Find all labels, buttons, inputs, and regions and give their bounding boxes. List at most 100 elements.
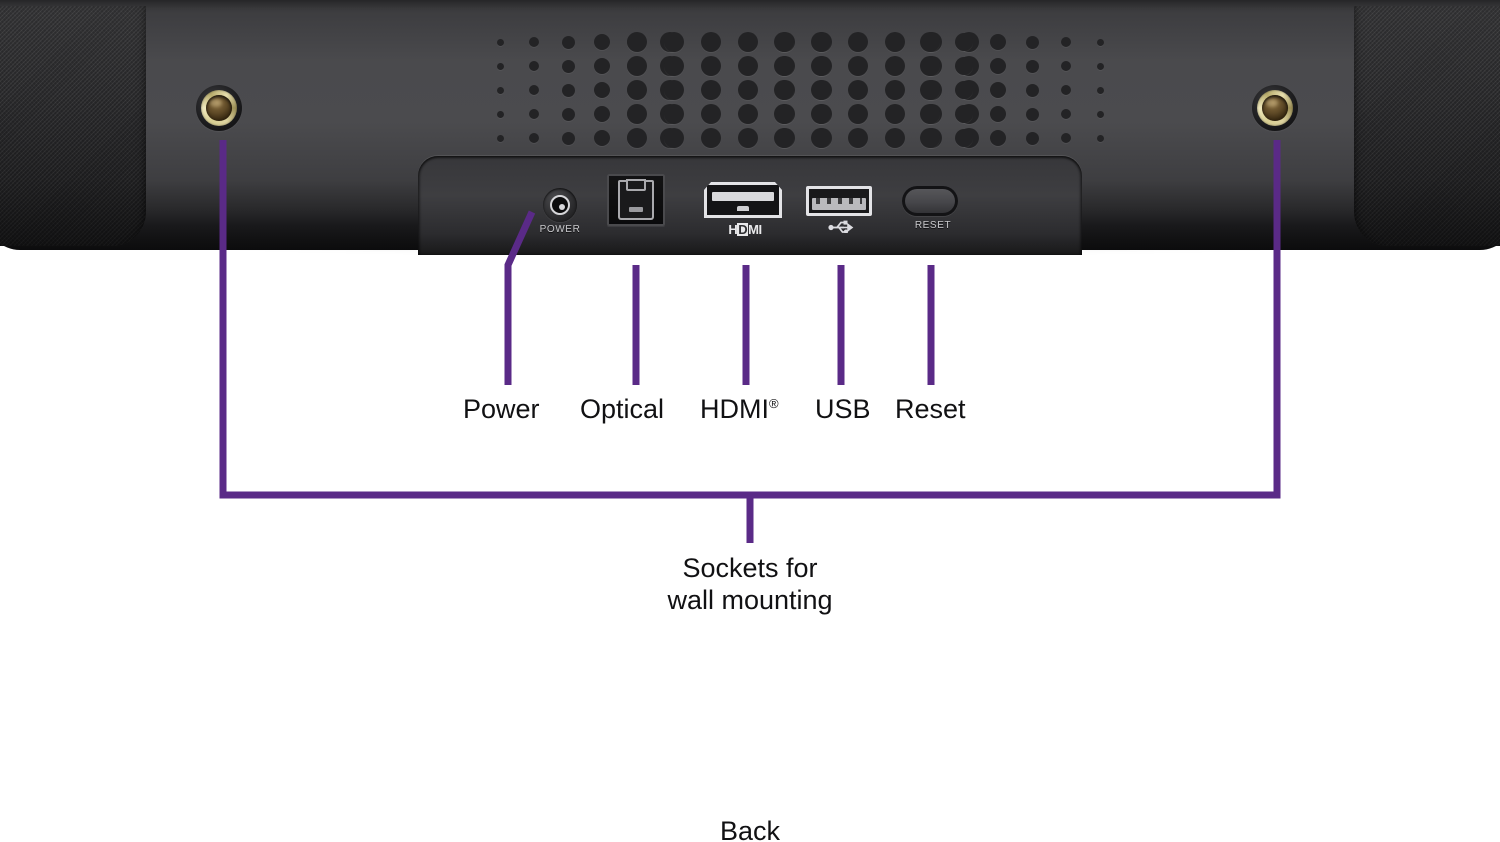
vent-hole xyxy=(561,83,575,97)
vent-hole xyxy=(1025,35,1039,49)
callout-label-text-hdmi: HDMI xyxy=(700,394,769,424)
hdmi-wordmark: HDMI xyxy=(704,222,786,238)
callout-label-text-optical: Optical xyxy=(580,394,665,424)
vent-hole xyxy=(737,104,758,124)
hdmi-port-icon xyxy=(704,182,782,218)
vent-hole xyxy=(561,59,575,73)
vent-hole xyxy=(773,80,794,100)
reset-button[interactable]: RESET xyxy=(902,186,964,244)
optical-port-opening xyxy=(618,179,654,220)
hdmi-mark-h: H xyxy=(728,222,738,237)
vent-hole xyxy=(1061,37,1071,47)
vent-hole xyxy=(561,131,575,145)
vent-hole xyxy=(529,85,539,95)
power-jack-ring xyxy=(550,195,570,215)
speaker-grille-right xyxy=(1354,6,1500,246)
vent-hole xyxy=(1025,107,1039,121)
optical-toslink-icon xyxy=(607,174,665,226)
vent-hole xyxy=(700,80,721,100)
reset-button-marking: RESET xyxy=(914,220,952,231)
wall-mount-socket-right xyxy=(1252,85,1298,131)
vent-hole xyxy=(955,129,973,147)
vent-hole xyxy=(990,106,1006,122)
vent-hole xyxy=(700,56,721,76)
hdmi-mark-mi: MI xyxy=(748,222,762,237)
vent-hole xyxy=(1025,59,1039,73)
vent-hole xyxy=(810,128,831,148)
vent-hole xyxy=(1025,83,1039,97)
usb-trident-icon xyxy=(806,220,876,236)
vent-hole xyxy=(810,56,831,76)
vent-hole xyxy=(594,82,610,98)
vent-hole xyxy=(773,32,794,52)
speaker-grille-left xyxy=(0,6,146,246)
vent-hole xyxy=(847,104,868,124)
vent-hole xyxy=(920,80,940,100)
wall-mount-label-line1: Sockets for xyxy=(682,553,818,583)
vent-hole xyxy=(663,128,684,148)
vent-hole xyxy=(529,109,539,119)
hdmi-mark-d: D xyxy=(737,222,749,237)
usb-port[interactable] xyxy=(806,186,876,244)
callout-label-reset: Reset xyxy=(895,396,966,423)
vent-hole xyxy=(700,128,721,148)
vent-hole xyxy=(561,107,575,121)
vent-hole xyxy=(663,80,684,100)
vent-hole xyxy=(990,130,1006,146)
vent-hole xyxy=(1061,85,1071,95)
wall-mount-socket-left xyxy=(196,85,242,131)
vent-hole xyxy=(810,32,831,52)
vent-hole xyxy=(594,58,610,74)
vent-hole xyxy=(810,80,831,100)
wall-mount-label-line2: wall mounting xyxy=(667,584,833,615)
callout-label-text-usb: USB xyxy=(815,394,871,424)
power-port-marking: POWER xyxy=(539,224,581,235)
vent-hole xyxy=(990,34,1006,50)
vent-hole xyxy=(626,128,647,148)
vent-hole xyxy=(496,38,504,46)
vent-hole xyxy=(920,56,940,76)
vent-hole xyxy=(1061,133,1071,143)
hdmi-port[interactable]: HDMI xyxy=(704,182,786,244)
vent-hole xyxy=(529,37,539,47)
vent-hole xyxy=(561,35,575,49)
vent-hole xyxy=(594,34,610,50)
vent-hole xyxy=(884,32,905,52)
power-jack-port[interactable]: POWER xyxy=(534,188,586,240)
optical-port[interactable] xyxy=(602,174,670,240)
vent-hole xyxy=(626,32,647,52)
vent-hole xyxy=(1061,109,1071,119)
vent-hole xyxy=(990,58,1006,74)
vent-hole xyxy=(594,106,610,122)
power-jack-pin xyxy=(559,204,565,210)
vent-hole xyxy=(810,104,831,124)
vent-hole xyxy=(1096,62,1104,70)
socket-hole xyxy=(206,95,232,121)
vent-hole xyxy=(1096,110,1104,118)
hdmi-port-opening xyxy=(712,192,774,201)
device-top-edge xyxy=(0,0,1500,9)
vent-hole xyxy=(884,56,905,76)
vent-hole xyxy=(1096,86,1104,94)
vent-hole xyxy=(1025,131,1039,145)
vent-hole xyxy=(955,105,973,123)
callout-label-optical: Optical xyxy=(580,396,664,423)
callout-label-usb: USB xyxy=(815,396,871,423)
socket-hole xyxy=(1262,95,1288,121)
vent-hole xyxy=(663,104,684,124)
hdmi-port-notch xyxy=(737,206,749,211)
vent-hole xyxy=(626,104,647,124)
vent-hole xyxy=(496,62,504,70)
vent-hole xyxy=(626,80,647,100)
vent-hole xyxy=(626,56,647,76)
callout-label-power: Power xyxy=(463,396,540,423)
vent-hole xyxy=(847,32,868,52)
vent-hole xyxy=(529,61,539,71)
reset-button-icon xyxy=(902,186,958,216)
vent-hole xyxy=(594,130,610,146)
vent-hole xyxy=(529,133,539,143)
vent-hole xyxy=(955,57,973,75)
vent-hole xyxy=(663,32,684,52)
vent-hole xyxy=(884,80,905,100)
